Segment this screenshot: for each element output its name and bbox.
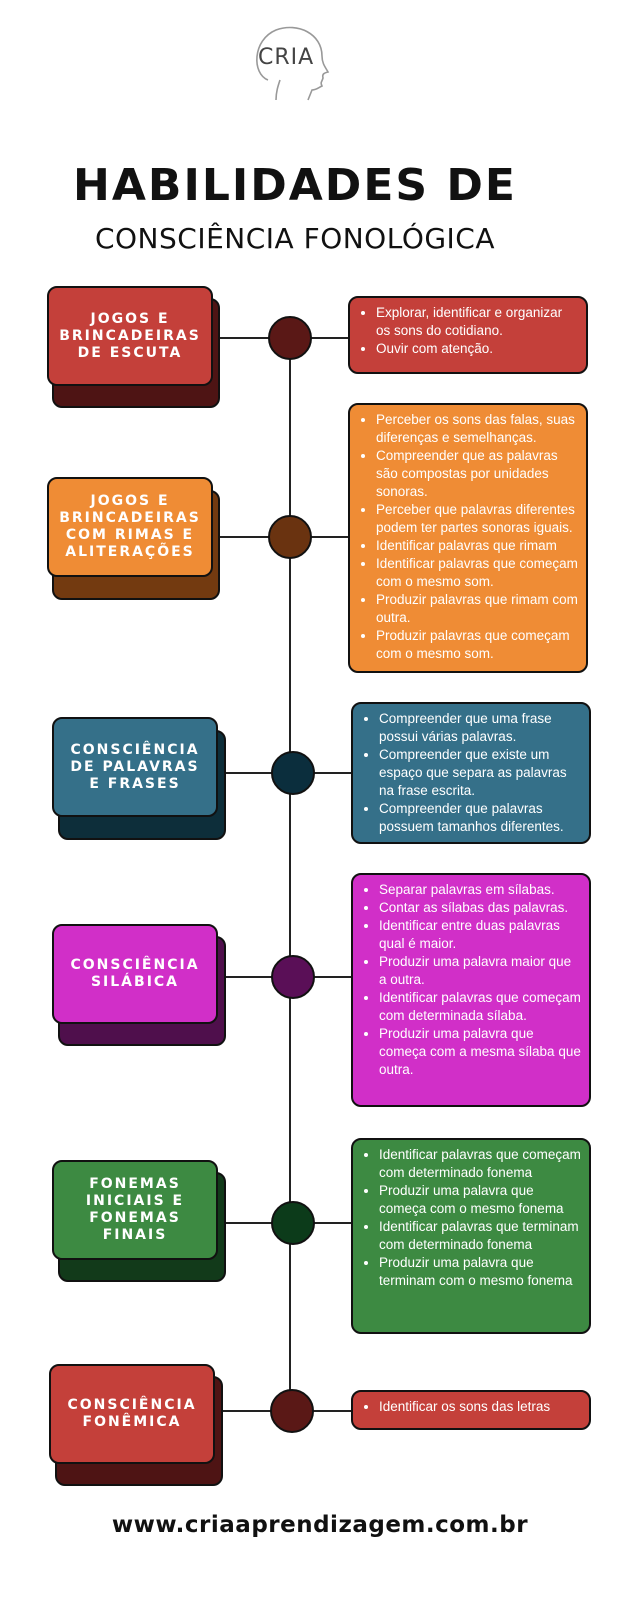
skill-item: Produzir uma palavra que terminam com o … xyxy=(379,1254,581,1290)
timeline-node xyxy=(268,515,312,559)
skill-item: Perceber que palavras diferentes podem t… xyxy=(376,501,578,537)
cria-logo: CRIA xyxy=(246,22,334,106)
skill-item: Compreender que existe um espaço que sep… xyxy=(379,746,581,800)
skills-box-silabica: Separar palavras em sílabas. Contar as s… xyxy=(351,873,591,1107)
skill-item: Explorar, identificar e organizar os son… xyxy=(376,304,578,340)
skill-item: Perceber os sons das falas, suas diferen… xyxy=(376,411,578,447)
skill-item: Compreender que as palavras são composta… xyxy=(376,447,578,501)
skill-item: Ouvir com atenção. xyxy=(376,340,578,358)
skill-item: Compreender que uma frase possui várias … xyxy=(379,710,581,746)
skills-box-fonemica: Identificar os sons das letras xyxy=(351,1390,591,1430)
skills-box-fonemas: Identificar palavras que começam com det… xyxy=(351,1138,591,1334)
logo-text: CRIA xyxy=(258,45,314,70)
skill-item: Identificar palavras que rimam xyxy=(376,537,578,555)
skills-box-escuta: Explorar, identificar e organizar os son… xyxy=(348,296,588,374)
timeline-node xyxy=(268,316,312,360)
skill-item: Compreender que palavras possuem tamanho… xyxy=(379,800,581,836)
skill-item: Produzir palavras que rimam com outra. xyxy=(376,591,578,627)
section-card-rimas: JOGOS E BRINCADEIRAS COM RIMAS E ALITERA… xyxy=(47,477,213,577)
skill-item: Identificar palavras que começam com det… xyxy=(379,1146,581,1182)
skill-item: Identificar palavras que terminam com de… xyxy=(379,1218,581,1254)
skill-item: Produzir uma palavra que começa com o me… xyxy=(379,1182,581,1218)
page-subtitle: CONSCIÊNCIA FONOLÓGICA xyxy=(94,222,496,255)
skill-item: Identificar entre duas palavras qual é m… xyxy=(379,917,581,953)
section-card-escuta: JOGOS E BRINCADEIRAS DE ESCUTA xyxy=(47,286,213,386)
timeline-node xyxy=(271,751,315,795)
section-card-fonemica: CONSCIÊNCIA FONÊMICA xyxy=(49,1364,215,1464)
timeline-node xyxy=(271,955,315,999)
skills-box-palavras-frases: Compreender que uma frase possui várias … xyxy=(351,702,591,844)
skill-item: Contar as sílabas das palavras. xyxy=(379,899,581,917)
skill-item: Separar palavras em sílabas. xyxy=(379,881,581,899)
skill-item: Produzir palavras que começam com o mesm… xyxy=(376,627,578,663)
skill-item: Produzir uma palavra maior que a outra. xyxy=(379,953,581,989)
timeline-node xyxy=(270,1389,314,1433)
section-card-fonemas: FONEMAS INICIAIS E FONEMAS FINAIS xyxy=(52,1160,218,1260)
timeline-node xyxy=(271,1201,315,1245)
page-title: HABILIDADES DE xyxy=(73,160,517,211)
timeline-line xyxy=(289,337,291,1417)
website-url: www.criaaprendizagem.com.br xyxy=(111,1512,529,1538)
skill-item: Identificar os sons das letras xyxy=(379,1398,581,1416)
section-card-palavras-frases: CONSCIÊNCIA DE PALAVRAS E FRASES xyxy=(52,717,218,817)
section-card-silabica: CONSCIÊNCIA SILÁBICA xyxy=(52,924,218,1024)
skill-item: Produzir uma palavra que começa com a me… xyxy=(379,1025,581,1079)
skill-item: Identificar palavras que começam com det… xyxy=(379,989,581,1025)
skills-box-rimas: Perceber os sons das falas, suas diferen… xyxy=(348,403,588,673)
skill-item: Identificar palavras que começam com o m… xyxy=(376,555,578,591)
